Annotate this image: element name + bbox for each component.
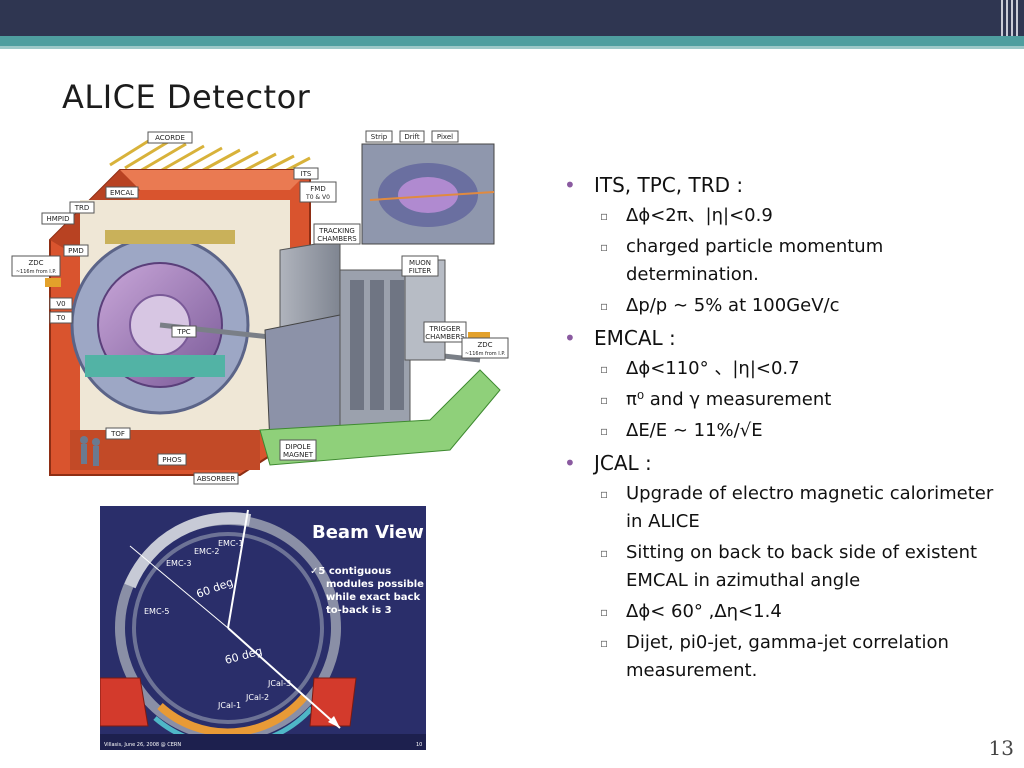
square-bullet-icon: ▫ bbox=[600, 546, 609, 560]
sub-bullet-text: π⁰ and γ measurement bbox=[626, 389, 832, 410]
emc-label-1: EMC-1 bbox=[218, 539, 244, 548]
label-absorber: ABSORBER bbox=[197, 475, 236, 483]
slide-title: ALICE Detector bbox=[62, 78, 311, 116]
label-trigger-2: CHAMBERS bbox=[425, 333, 465, 341]
emcal-arc bbox=[124, 512, 252, 589]
square-bullet-icon: ▫ bbox=[600, 240, 609, 254]
people-silhouettes bbox=[80, 436, 100, 466]
bullet-jcal-text: JCAL : bbox=[594, 451, 652, 475]
square-bullet-icon: ▫ bbox=[600, 636, 609, 650]
beam-view-note-2: modules possible bbox=[326, 579, 424, 590]
sub-bullet: ▫ Dijet, pi0-jet, gamma-jet correlation m… bbox=[560, 629, 1010, 685]
bullet-dot: • bbox=[564, 326, 576, 350]
sub-bullet-text: Δϕ<110° 、|η|<0.7 bbox=[626, 358, 800, 379]
beam-view-note-1: ✓5 contiguous bbox=[310, 566, 391, 577]
label-drift: Drift bbox=[404, 133, 420, 141]
left-support bbox=[100, 677, 149, 727]
bullet-dot: • bbox=[564, 451, 576, 475]
beam-view-figure: Beam View ✓5 contiguous modules possible… bbox=[100, 506, 426, 750]
label-pmd: PMD bbox=[68, 247, 84, 255]
sub-bullet: ▫ Sitting on back to back side of existen… bbox=[560, 539, 1010, 595]
alice-detector-figure: ACORDE EMCAL TRD HMPID PMD ZDC ~116m fro… bbox=[11, 130, 509, 485]
bullet-list: • ITS, TPC, TRD : ▫ Δϕ<2π、|η|<0.9 ▫ charged… bbox=[560, 168, 1010, 688]
jcal-label-3: JCal-3 bbox=[267, 679, 291, 688]
right-support bbox=[309, 677, 357, 727]
label-phos: PHOS bbox=[162, 456, 182, 464]
square-bullet-icon: ▫ bbox=[600, 209, 609, 223]
accent-band bbox=[0, 36, 1024, 46]
sub-bullet-text: charged particle momentum determination. bbox=[626, 236, 884, 285]
header-stripes bbox=[992, 0, 1018, 36]
angle-line-lower bbox=[227, 627, 341, 729]
sub-bullet: ▫ Upgrade of electro magnetic calorimeter… bbox=[560, 480, 1010, 536]
square-bullet-icon: ▫ bbox=[600, 424, 609, 438]
sub-bullet: ▫ Δϕ<110° 、|η|<0.7 bbox=[560, 355, 1010, 383]
beam-view-title: Beam View bbox=[312, 522, 424, 543]
bullet-jcal: • JCAL : bbox=[560, 448, 1010, 478]
sub-bullet-text: Δϕ< 60° ,Δη<1.4 bbox=[626, 601, 782, 622]
jcal-label-2: JCal-2 bbox=[245, 693, 269, 702]
sub-bullet-text: Sitting on back to back side of existent… bbox=[626, 542, 978, 591]
bullet-tracking-text: ITS, TPC, TRD : bbox=[594, 173, 744, 197]
label-zdc-left-sub: ~116m from I.P. bbox=[16, 269, 57, 275]
label-tof: TOF bbox=[110, 430, 125, 438]
label-v0: V0 bbox=[56, 300, 65, 308]
emc-label-2: EMC-2 bbox=[194, 547, 220, 556]
sub-bullet: ▫ π⁰ and γ measurement bbox=[560, 386, 1010, 414]
accent-band-light bbox=[0, 46, 1024, 49]
sub-bullet: ▫ Δp/p ∼ 5% at 100GeV/c bbox=[560, 292, 1010, 320]
sub-bullet-text: Upgrade of electro magnetic calorimeter … bbox=[626, 483, 994, 532]
label-dipole-1: DIPOLE bbox=[285, 443, 311, 451]
label-muon-2: FILTER bbox=[409, 267, 432, 275]
bullet-emcal-text: EMCAL : bbox=[594, 326, 676, 350]
label-tpc: TPC bbox=[176, 328, 190, 336]
label-emcal: EMCAL bbox=[110, 189, 134, 197]
beam-view-note-4: to-back is 3 bbox=[326, 605, 392, 616]
jcal-arc bbox=[157, 693, 309, 737]
sub-bullet-text: Dijet, pi0-jet, gamma-jet correlation me… bbox=[626, 632, 949, 681]
label-fmd-sub: T0 & V0 bbox=[305, 194, 330, 201]
square-bullet-icon: ▫ bbox=[600, 393, 609, 407]
bullet-tracking: • ITS, TPC, TRD : bbox=[560, 170, 1010, 200]
label-zdc-left: ZDC bbox=[28, 259, 43, 267]
jcal-label-1: JCal-1 bbox=[217, 701, 241, 710]
square-bullet-icon: ▫ bbox=[600, 362, 609, 376]
square-bullet-icon: ▫ bbox=[600, 299, 609, 313]
sub-bullet-text: ΔE/E ∼ 11%/√E bbox=[626, 420, 763, 441]
beam-view-footer: Villasis, June 26, 2008 @ CERN bbox=[104, 742, 181, 748]
square-bullet-icon: ▫ bbox=[600, 605, 609, 619]
sub-bullet: ▫ Δϕ<2π、|η|<0.9 bbox=[560, 202, 1010, 230]
bullet-dot: • bbox=[564, 173, 576, 197]
emc-label-3: EMC-3 bbox=[166, 559, 192, 568]
label-trd: TRD bbox=[74, 204, 90, 212]
label-zdc-right: ZDC bbox=[477, 341, 492, 349]
label-tracking-2: CHAMBERS bbox=[317, 235, 357, 243]
sub-bullet-text: Δp/p ∼ 5% at 100GeV/c bbox=[626, 295, 840, 316]
header-bar bbox=[0, 0, 1024, 36]
beam-view-footer-page: 10 bbox=[416, 742, 422, 748]
label-fmd: FMD bbox=[310, 185, 325, 193]
support-platform bbox=[259, 369, 501, 466]
label-acorde: ACORDE bbox=[155, 134, 185, 142]
label-its: ITS bbox=[301, 170, 312, 178]
label-trigger-1: TRIGGER bbox=[428, 325, 460, 333]
sub-bullet: ▫ Δϕ< 60° ,Δη<1.4 bbox=[560, 598, 1010, 626]
label-strip: Strip bbox=[371, 133, 388, 141]
label-hmpid: HMPID bbox=[47, 215, 70, 223]
page-number: 13 bbox=[988, 736, 1014, 760]
sub-bullet: ▫ ΔE/E ∼ 11%/√E bbox=[560, 417, 1010, 445]
beam-view-note-3: while exact back bbox=[326, 592, 420, 603]
label-dipole-2: MAGNET bbox=[283, 451, 314, 459]
bullet-emcal: • EMCAL : bbox=[560, 323, 1010, 353]
label-zdc-right-sub: ~116m from I.P. bbox=[465, 351, 506, 357]
sub-bullet-text: Δϕ<2π、|η|<0.9 bbox=[626, 205, 773, 226]
label-t0: T0 bbox=[56, 314, 66, 322]
sub-bullet: ▫ charged particle momentum determination… bbox=[560, 233, 1010, 289]
label-pixel: Pixel bbox=[437, 133, 453, 141]
angle-line-upper bbox=[227, 509, 249, 629]
label-muon-1: MUON bbox=[409, 259, 431, 267]
emc-label-5: EMC-5 bbox=[144, 607, 170, 616]
label-tracking-1: TRACKING bbox=[318, 227, 355, 235]
square-bullet-icon: ▫ bbox=[600, 487, 609, 501]
